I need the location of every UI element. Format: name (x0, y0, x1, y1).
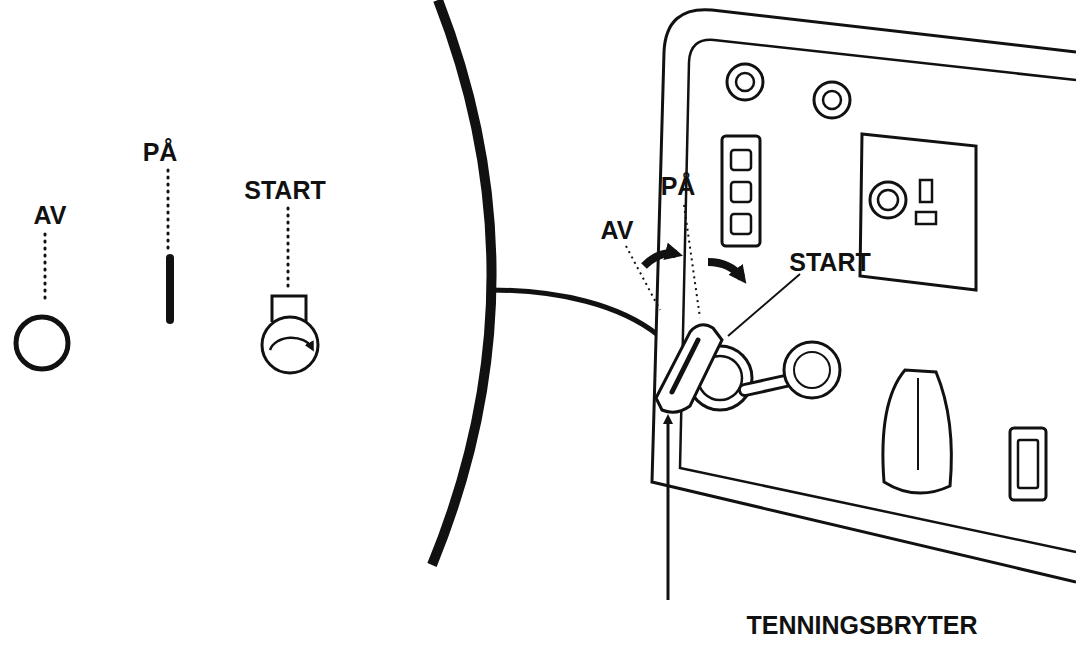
control-panel (652, 10, 1076, 582)
position-label: START (789, 250, 870, 275)
socket (731, 182, 751, 202)
outlet-box (860, 134, 976, 290)
position-label: PÅ (661, 174, 696, 199)
panel-inner-edge (680, 40, 1076, 552)
off-symbol (16, 317, 68, 369)
position-label: AV (601, 218, 634, 243)
indicator (916, 212, 936, 224)
receptacle (722, 136, 760, 246)
dotted-leader (287, 208, 290, 288)
circuit-breaker (870, 182, 906, 218)
zoom-leader (490, 290, 658, 335)
turn-arrow (644, 253, 676, 266)
socket (731, 150, 751, 170)
terminal (823, 91, 841, 109)
terminal (727, 64, 763, 100)
choke-shaft (745, 380, 790, 390)
position-label: AV (34, 203, 67, 228)
start-symbol (262, 317, 318, 373)
socket (731, 214, 751, 234)
choke-shaft (745, 380, 790, 390)
circuit-breaker (878, 190, 898, 210)
dotted-leader (684, 205, 700, 318)
turn-arrow (708, 262, 742, 278)
dotted-leader (167, 170, 170, 250)
start-symbol-arrow (270, 338, 312, 350)
choke-knob (784, 342, 840, 398)
leader-arrow (667, 418, 670, 600)
key-grip (672, 340, 698, 392)
fuel-knob-ridge (917, 378, 919, 470)
ignition-key (656, 325, 722, 412)
indicator (920, 180, 932, 202)
choke-knob (794, 352, 830, 388)
dotted-leader (44, 234, 47, 300)
leader-line (728, 274, 800, 336)
dotted-leader (626, 246, 660, 310)
fuel-knob (883, 370, 951, 493)
part-name: TENNINGSBRYTER (746, 613, 977, 638)
terminal (736, 73, 754, 91)
position-label: PÅ (143, 140, 178, 165)
terminal (814, 82, 850, 118)
toggle-switch (1010, 428, 1046, 500)
toggle-switch (1018, 440, 1038, 488)
position-label: START (244, 178, 325, 203)
on-symbol (166, 258, 174, 320)
zoom-arc (432, 0, 492, 565)
